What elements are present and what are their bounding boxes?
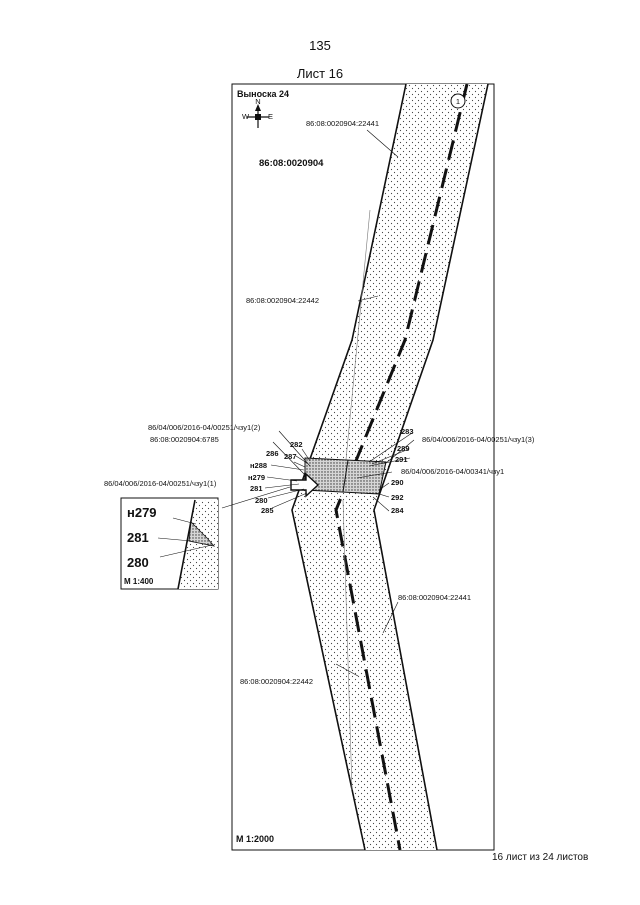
label-22441-bottom: 86:08:0020904:22441 (398, 593, 471, 602)
point-292: 292 (391, 493, 404, 502)
label-22442-bottom: 86:08:0020904:22442 (240, 677, 313, 686)
point-283: 283 (401, 427, 414, 436)
compass-east: E (268, 112, 273, 121)
label-22442-top: 86:08:0020904:22442 (246, 296, 319, 305)
point-285: 285 (261, 506, 274, 515)
point-281: 281 (250, 484, 263, 493)
point-280: 280 (255, 496, 268, 505)
point-n279: н279 (248, 473, 265, 482)
point-290: 290 (391, 478, 404, 487)
leader-lines (221, 129, 415, 677)
compass-icon (247, 104, 269, 128)
label-chzu1-2: 86/04/006/2016-04/00251/чзу1(2) (148, 423, 261, 432)
inset-point-280: 280 (127, 555, 149, 570)
point-n288: н288 (250, 461, 267, 470)
inset-scale: М 1:400 (124, 577, 154, 586)
page-number: 135 (309, 38, 331, 53)
thin-line-upper (344, 209, 371, 471)
road-edge-left (291, 83, 407, 851)
callout-title: Выноска 24 (237, 89, 289, 99)
point-287: 287 (284, 452, 297, 461)
arrow-shape (290, 472, 320, 498)
road-axis-dashed (334, 83, 469, 851)
inset-point-281: 281 (127, 530, 149, 545)
label-chzu1-3: 86/04/006/2016-04/00251/чзу1(3) (422, 435, 535, 444)
point-289: 289 (397, 444, 410, 453)
inset-box (120, 497, 219, 590)
sheet-footer: 16 лист из 24 листов (492, 852, 589, 863)
circle-marker-label: 1 (456, 97, 460, 106)
road-corridor (292, 84, 488, 850)
compass-west: W (242, 112, 250, 121)
compass-north: N (255, 97, 260, 106)
label-22441-top: 86:08:0020904:22441 (306, 119, 379, 128)
point-282: 282 (290, 440, 303, 449)
circle-marker (450, 93, 466, 109)
map-frame (231, 83, 495, 851)
map-scale: М 1:2000 (236, 834, 274, 844)
road-edge-right (373, 83, 489, 851)
point-284: 284 (391, 506, 404, 515)
hatched-zone-divider (342, 459, 349, 493)
label-chzu1-00341: 86/04/006/2016-04/00341/чзу1 (401, 467, 504, 476)
inset-point-n279: н279 (127, 505, 157, 520)
cadastral-block-label: 86:08:0020904 (259, 158, 324, 169)
thin-line-lower (342, 499, 353, 791)
point-286: 286 (266, 449, 279, 458)
label-chzu1-1: 86/04/006/2016-04/00251/чзу1(1) (104, 479, 217, 488)
sheet-title: Лист 16 (296, 66, 344, 81)
point-291: 291 (395, 455, 408, 464)
label-6785: 86:08:0020904:6785 (150, 435, 219, 444)
